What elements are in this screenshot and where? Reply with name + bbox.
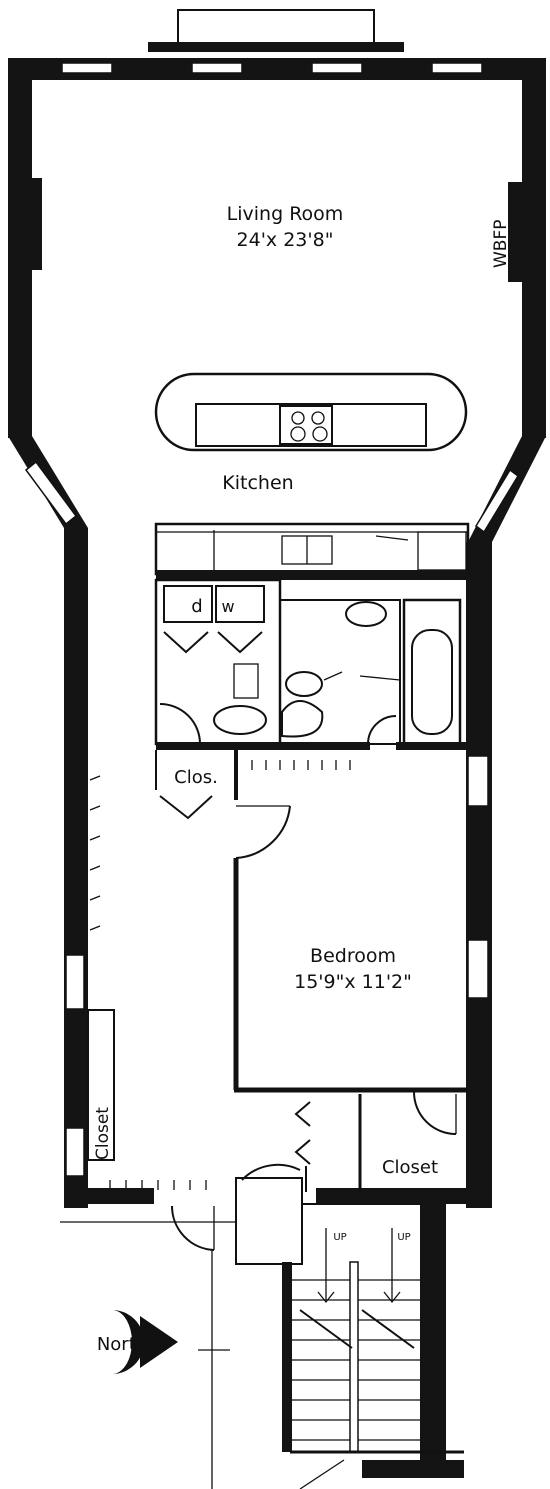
dishwasher-label: d	[191, 596, 202, 617]
living-room-label: Living Room	[227, 203, 344, 225]
north-arrow-icon	[112, 1310, 178, 1374]
kitchen-counter	[154, 522, 470, 580]
bedroom-dims: 15'9"x 11'2"	[294, 971, 412, 993]
laundry-area	[154, 578, 324, 746]
washer-box	[215, 585, 265, 623]
north-label: North	[97, 1334, 147, 1355]
outer-walls	[8, 9, 546, 1470]
left-closet-label: Closet	[93, 1107, 113, 1160]
fireplace-label: WBFP	[491, 219, 511, 268]
small-closet-label: Clos.	[174, 767, 218, 788]
right-closet-label: Closet	[382, 1157, 438, 1178]
bedroom-walls	[87, 858, 468, 1192]
bathroom	[156, 598, 468, 750]
cooktop	[279, 405, 333, 445]
dishwasher-box	[163, 585, 213, 623]
stairs-up-right: UP	[397, 1232, 410, 1243]
toilet	[345, 601, 387, 627]
kitchen-label: Kitchen	[222, 472, 293, 494]
kitchen-island	[154, 372, 468, 452]
stairs-up-left: UP	[333, 1232, 346, 1243]
hall-structure	[89, 750, 351, 931]
living-room-dims: 24'x 23'8"	[237, 229, 334, 251]
bedroom-label: Bedroom	[310, 945, 396, 967]
washer-label: w	[221, 597, 234, 616]
entry-and-stairs	[60, 1163, 464, 1489]
